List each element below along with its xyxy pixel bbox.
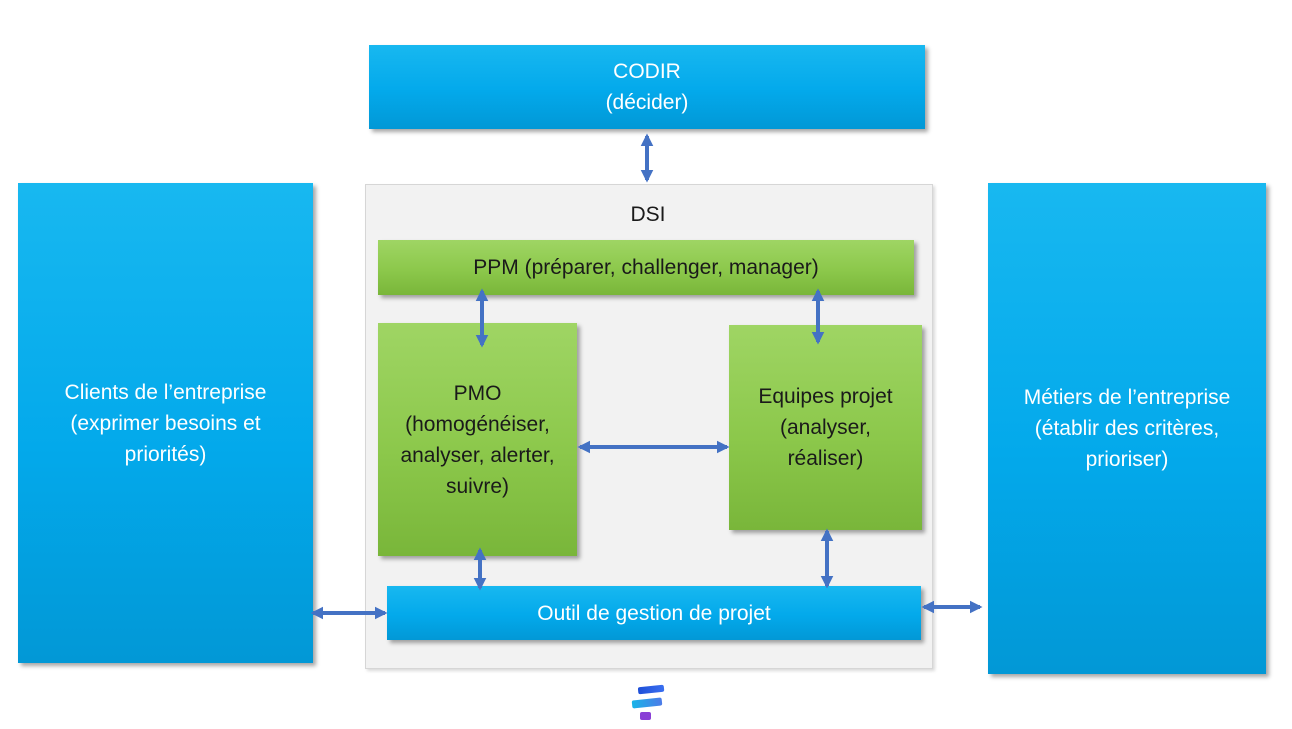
dsi-label: DSI	[630, 203, 666, 226]
codir-box: CODIR (décider)	[369, 45, 925, 129]
ppm-box: PPM (préparer, challenger, manager)	[378, 240, 914, 295]
clients-box: Clients de l’entreprise (exprimer besoin…	[18, 183, 313, 663]
stacked-bars-logo-icon	[631, 684, 665, 720]
equipes-box: Equipes projet (analyser, réaliser)	[729, 325, 922, 530]
metiers-box: Métiers de l’entreprise (établir des cri…	[988, 183, 1266, 674]
pmo-box: PMO (homogénéiser, analyser, alerter, su…	[378, 323, 577, 556]
outil-box: Outil de gestion de projet	[387, 586, 921, 640]
